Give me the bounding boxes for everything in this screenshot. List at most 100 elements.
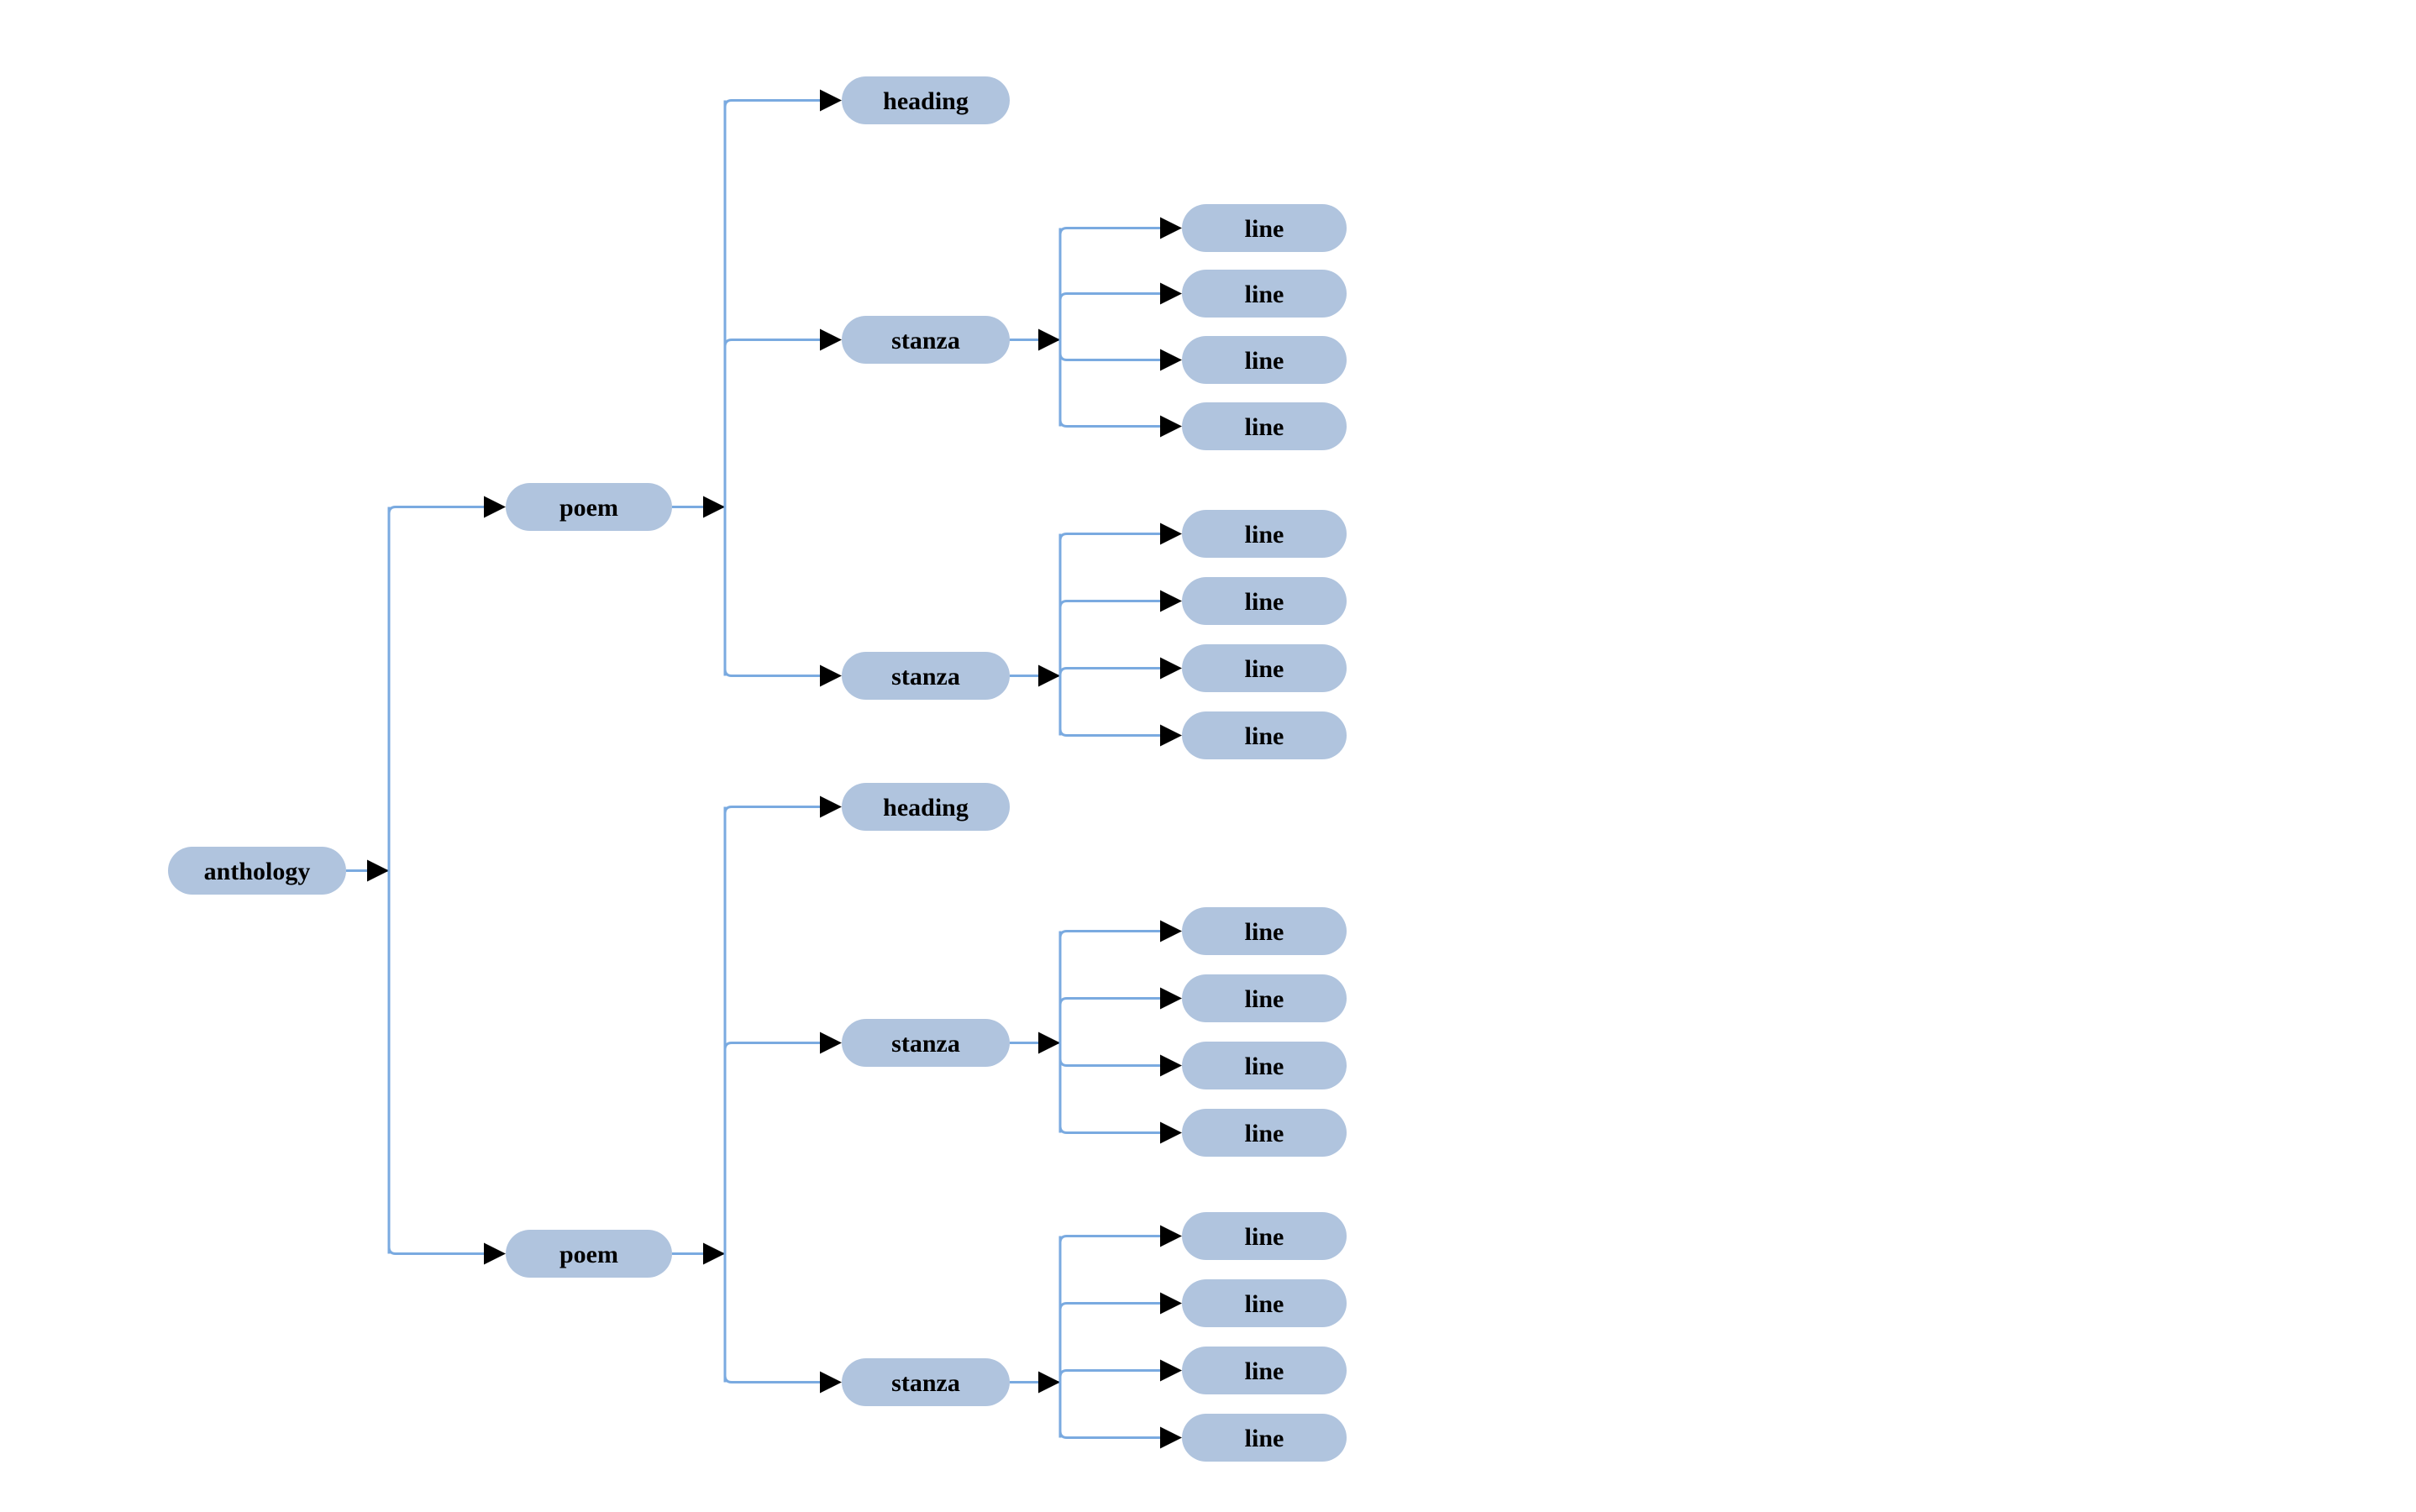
arrowhead-line-1-2-3 bbox=[1160, 657, 1182, 680]
node-line-1-2-3[interactable]: line bbox=[1182, 644, 1347, 692]
node-line-1-1-4[interactable]: line bbox=[1182, 402, 1347, 450]
node-shape-line-2-1-1 bbox=[1182, 907, 1347, 955]
edge-stanza-1-1-to-line-1-1-2 bbox=[1058, 292, 1160, 301]
edge-stanza-2-2-to-line-2-2-3 bbox=[1058, 1369, 1160, 1378]
node-line-2-1-1[interactable]: line bbox=[1182, 907, 1347, 955]
arrowhead-heading-2 bbox=[820, 795, 842, 818]
node-label-poem-1: poem bbox=[559, 494, 618, 522]
node-line-1-2-1[interactable]: line bbox=[1182, 510, 1347, 558]
node-line-2-2-4[interactable]: line bbox=[1182, 1414, 1347, 1462]
node-line-1-1-3[interactable]: line bbox=[1182, 336, 1347, 384]
arrowhead-stanza-1-2 bbox=[820, 664, 842, 687]
node-label-line-2-2-1: line bbox=[1245, 1223, 1284, 1251]
node-shape-line-2-2-3 bbox=[1182, 1347, 1347, 1394]
node-line-2-2-1[interactable]: line bbox=[1182, 1212, 1347, 1260]
edge-stanza-1-1-to-line-1-1-3 bbox=[1058, 353, 1160, 361]
node-stanza-2-2[interactable]: stanza bbox=[842, 1358, 1010, 1406]
node-label-line-2-2-2: line bbox=[1245, 1290, 1284, 1318]
node-label-line-1-1-2: line bbox=[1245, 281, 1284, 308]
arrowhead-stanza-2-2 bbox=[820, 1371, 842, 1394]
node-line-2-1-2[interactable]: line bbox=[1182, 974, 1347, 1022]
node-line-1-1-2[interactable]: line bbox=[1182, 270, 1347, 318]
node-label-line-1-2-4: line bbox=[1245, 722, 1284, 750]
node-label-stanza-2-1: stanza bbox=[891, 1030, 960, 1058]
node-heading-2[interactable]: heading bbox=[842, 783, 1010, 831]
edge-stanza-2-2-to-line-2-2-4 bbox=[1058, 1431, 1160, 1439]
node-line-2-1-3[interactable]: line bbox=[1182, 1042, 1347, 1089]
node-label-line-2-2-3: line bbox=[1245, 1357, 1284, 1385]
node-shape-line-2-1-3 bbox=[1182, 1042, 1347, 1089]
edge-stanza-1-1-to-line-1-1-1 bbox=[1058, 227, 1160, 235]
edge-anthology-to-poem-1 bbox=[387, 506, 484, 514]
node-shape-line-1-2-1 bbox=[1182, 510, 1347, 558]
node-label-stanza-1-1: stanza bbox=[891, 327, 960, 354]
arrowhead-stanza-2-1-trunk bbox=[1038, 1032, 1060, 1054]
edge-poem-1-to-heading-1 bbox=[723, 99, 820, 108]
node-label-anthology: anthology bbox=[204, 858, 311, 885]
arrowhead-line-2-2-1 bbox=[1160, 1225, 1182, 1247]
arrowhead-line-2-2-2 bbox=[1160, 1292, 1182, 1315]
node-shape-line-2-1-2 bbox=[1182, 974, 1347, 1022]
arrowhead-poem-1-trunk bbox=[703, 496, 725, 518]
node-line-2-2-3[interactable]: line bbox=[1182, 1347, 1347, 1394]
node-poem-1[interactable]: poem bbox=[506, 483, 672, 531]
edge-stanza-2-1-to-line-2-1-4 bbox=[1058, 1126, 1160, 1134]
node-line-1-2-2[interactable]: line bbox=[1182, 577, 1347, 625]
node-stanza-1-2[interactable]: stanza bbox=[842, 652, 1010, 700]
node-shape-line-2-2-2 bbox=[1182, 1279, 1347, 1327]
node-line-1-1-1[interactable]: line bbox=[1182, 204, 1347, 252]
edge-stanza-1-2-to-line-1-2-2 bbox=[1058, 600, 1160, 608]
node-poem-2[interactable]: poem bbox=[506, 1230, 672, 1278]
arrowhead-stanza-1-1-trunk bbox=[1038, 328, 1060, 351]
node-stanza-2-1[interactable]: stanza bbox=[842, 1019, 1010, 1067]
node-label-line-1-2-3: line bbox=[1245, 655, 1284, 683]
edge-poem-1-to-stanza-1-2 bbox=[723, 669, 820, 677]
node-shape-heading-2 bbox=[842, 783, 1010, 831]
node-label-line-1-1-3: line bbox=[1245, 347, 1284, 375]
arrowhead-line-1-1-4 bbox=[1160, 415, 1182, 438]
node-label-line-2-1-3: line bbox=[1245, 1053, 1284, 1080]
node-shape-poem-2 bbox=[506, 1230, 672, 1278]
edge-layer bbox=[346, 89, 1182, 1449]
edge-stanza-2-1-to-line-2-1-1 bbox=[1058, 930, 1160, 938]
edge-anthology-to-poem-2 bbox=[387, 1247, 484, 1255]
edge-poem-2-to-stanza-2-1 bbox=[723, 1042, 820, 1050]
node-line-2-2-2[interactable]: line bbox=[1182, 1279, 1347, 1327]
node-shape-line-1-2-2 bbox=[1182, 577, 1347, 625]
node-heading-1[interactable]: heading bbox=[842, 76, 1010, 124]
arrowhead-heading-1 bbox=[820, 89, 842, 112]
node-label-line-2-1-4: line bbox=[1245, 1120, 1284, 1147]
node-label-heading-2: heading bbox=[883, 794, 969, 822]
arrowhead-line-1-1-1 bbox=[1160, 217, 1182, 239]
arrowhead-stanza-2-1 bbox=[820, 1032, 842, 1054]
node-anthology[interactable]: anthology bbox=[168, 847, 346, 895]
node-shape-line-1-1-4 bbox=[1182, 402, 1347, 450]
node-shape-line-1-1-1 bbox=[1182, 204, 1347, 252]
node-layer: anthology poem heading stanza line line line li… bbox=[168, 76, 1347, 1462]
edge-poem-2-to-heading-2 bbox=[723, 806, 820, 814]
node-shape-poem-1 bbox=[506, 483, 672, 531]
node-label-line-1-2-2: line bbox=[1245, 588, 1284, 616]
arrowhead-line-1-1-2 bbox=[1160, 282, 1182, 305]
node-shape-line-1-1-3 bbox=[1182, 336, 1347, 384]
arrowhead-anthology-trunk bbox=[367, 859, 389, 882]
node-label-stanza-2-2: stanza bbox=[891, 1369, 960, 1397]
arrowhead-line-2-2-4 bbox=[1160, 1426, 1182, 1449]
node-label-stanza-1-2: stanza bbox=[891, 663, 960, 690]
arrowhead-line-1-2-4 bbox=[1160, 724, 1182, 747]
node-stanza-1-1[interactable]: stanza bbox=[842, 316, 1010, 364]
edge-poem-1-to-stanza-1-1 bbox=[723, 339, 820, 347]
node-line-1-2-4[interactable]: line bbox=[1182, 711, 1347, 759]
edge-poem-2-to-stanza-2-2 bbox=[723, 1375, 820, 1383]
node-shape-stanza-2-2 bbox=[842, 1358, 1010, 1406]
arrowhead-stanza-1-2-trunk bbox=[1038, 664, 1060, 687]
arrowhead-poem-2 bbox=[484, 1242, 506, 1265]
edge-stanza-1-1-to-line-1-1-4 bbox=[1058, 419, 1160, 428]
node-shape-line-1-1-2 bbox=[1182, 270, 1347, 318]
node-shape-line-2-2-1 bbox=[1182, 1212, 1347, 1260]
node-line-2-1-4[interactable]: line bbox=[1182, 1109, 1347, 1157]
edge-stanza-1-2-to-line-1-2-1 bbox=[1058, 533, 1160, 541]
node-shape-stanza-1-1 bbox=[842, 316, 1010, 364]
arrowhead-line-2-1-2 bbox=[1160, 987, 1182, 1010]
